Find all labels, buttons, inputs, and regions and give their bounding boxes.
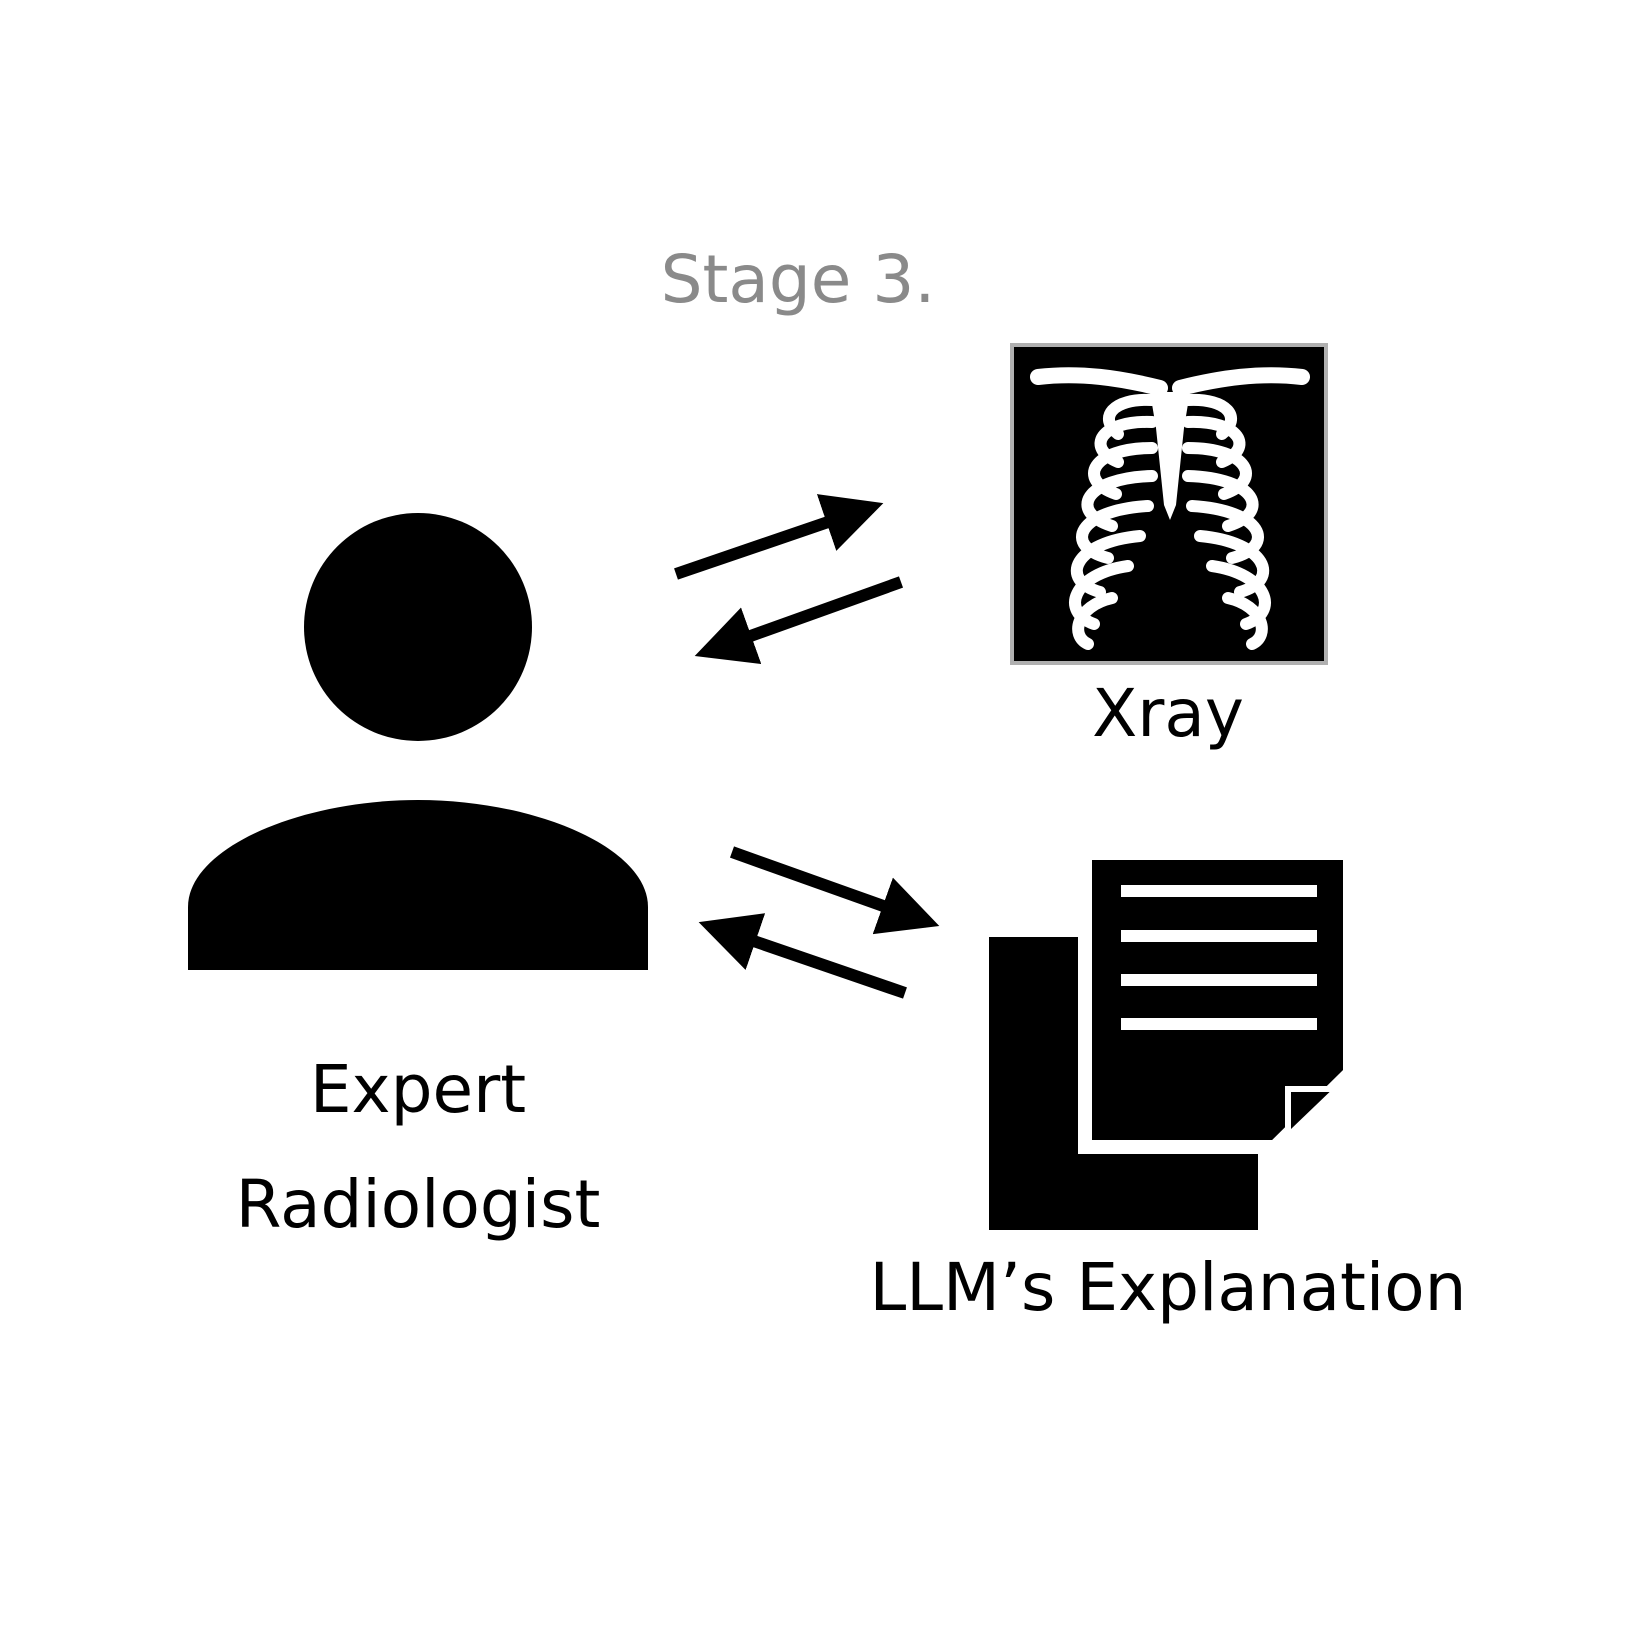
xray-clavicle-left — [1030, 367, 1168, 396]
xray-sternum — [1150, 392, 1190, 520]
arrow-from-xray — [694, 576, 904, 665]
xray-exchange-arrows — [674, 494, 904, 665]
explanation-label: LLM’s Explanation — [870, 1249, 1467, 1326]
xray-ribs-left — [1069, 393, 1158, 650]
documents-icon — [989, 846, 1357, 1230]
actor-label-line2: Radiologist — [236, 1166, 601, 1243]
actor-label-line1: Expert — [310, 1051, 526, 1128]
arrow-from-explanation — [698, 913, 907, 999]
person-icon — [188, 513, 648, 970]
stage-title: Stage 3. — [661, 241, 936, 318]
xray-ribs-right — [1182, 393, 1271, 650]
chest-xray-icon — [1010, 343, 1328, 665]
xray-clavicle-right — [1172, 367, 1310, 396]
document-fold-corner — [1285, 1086, 1345, 1144]
arrow-to-xray — [674, 494, 884, 580]
document-text-lines — [1121, 885, 1317, 1030]
xray-label: Xray — [1092, 675, 1244, 752]
person-body — [188, 800, 648, 970]
explanation-exchange-arrows — [698, 846, 940, 999]
arrow-to-explanation — [729, 846, 940, 935]
person-head — [304, 513, 532, 741]
